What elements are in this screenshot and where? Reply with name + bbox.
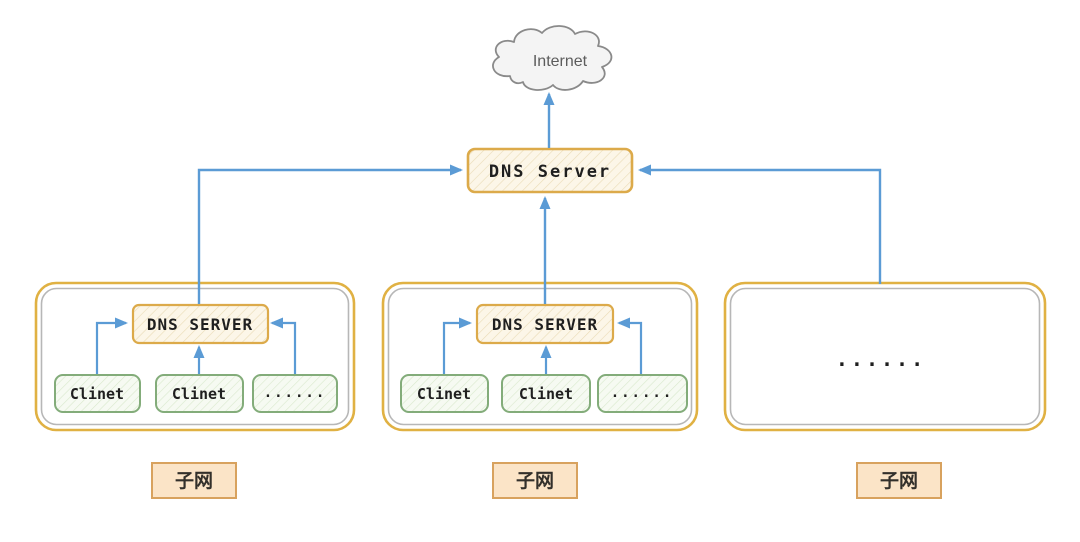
subnet-1-client-more-box xyxy=(252,374,338,413)
subnet-1-inner-border xyxy=(40,287,350,426)
subnet-1-dns-server-box xyxy=(131,303,270,345)
internet-cloud: Internet xyxy=(492,25,613,91)
subnet-3: ...... xyxy=(723,281,1047,432)
subnet-2-client-more-box xyxy=(597,374,688,413)
subnet-2-client-1-label: Clinet xyxy=(417,385,471,403)
subnet-2-inner-border xyxy=(387,287,693,426)
subnet-1-dns-server-label: DNS SERVER xyxy=(147,315,253,334)
subnet-3-caption: 子网 xyxy=(880,471,918,492)
subnet-3-caption-box xyxy=(856,462,942,499)
subnet-3-outer-border xyxy=(723,281,1047,432)
root-dns-server-label: DNS Server xyxy=(489,162,611,182)
subnet-2-client-more-label: ...... xyxy=(611,385,674,401)
subnet-1: DNS SERVER Clinet Clinet ...... xyxy=(34,281,356,432)
internet-label: Internet xyxy=(533,53,588,70)
arrow-subnet-1-to-root-server xyxy=(197,164,463,304)
subnet-2-client-2-label: Clinet xyxy=(519,385,573,403)
root-dns-server-box xyxy=(466,147,634,194)
subnet-3-ellipsis: ...... xyxy=(836,347,926,371)
arrow-subnet-3-to-root-server xyxy=(638,164,882,284)
subnet-2-client-2-box xyxy=(501,374,591,413)
root-dns-server: DNS Server xyxy=(466,147,634,194)
subnet-1-client-more-label: ...... xyxy=(264,385,327,401)
subnet-1-client-2-box xyxy=(155,374,244,413)
main-arrows xyxy=(197,92,882,304)
subnet-2-dns-server-box xyxy=(475,303,615,345)
subnet-1-caption: 子网 xyxy=(175,471,213,492)
subnet-1-client-1-label: Clinet xyxy=(70,385,124,403)
cloud-shape xyxy=(492,25,613,91)
subnet-1-client-1-box xyxy=(54,374,141,413)
arrow-subnet-1-client-more-to-server xyxy=(270,317,297,374)
subnet-captions: 子网 子网 子网 xyxy=(151,462,942,499)
arrow-subnet-1-client-1-to-server xyxy=(95,317,128,374)
subnet-3-inner-border xyxy=(729,287,1041,426)
subnet-2-caption: 子网 xyxy=(516,471,554,492)
arrow-subnet-2-client-more-to-server xyxy=(617,317,643,374)
subnet-2-dns-server-label: DNS SERVER xyxy=(492,315,598,334)
subnet-2-client-1-box xyxy=(400,374,489,413)
subnet-2-caption-box xyxy=(492,462,578,499)
subnet-1-caption-box xyxy=(151,462,237,499)
subnet-2: DNS SERVER Clinet Clinet ...... xyxy=(381,281,699,432)
arrow-subnet-2-client-1-to-server xyxy=(442,317,472,374)
subnet-1-client-2-label: Clinet xyxy=(172,385,226,403)
